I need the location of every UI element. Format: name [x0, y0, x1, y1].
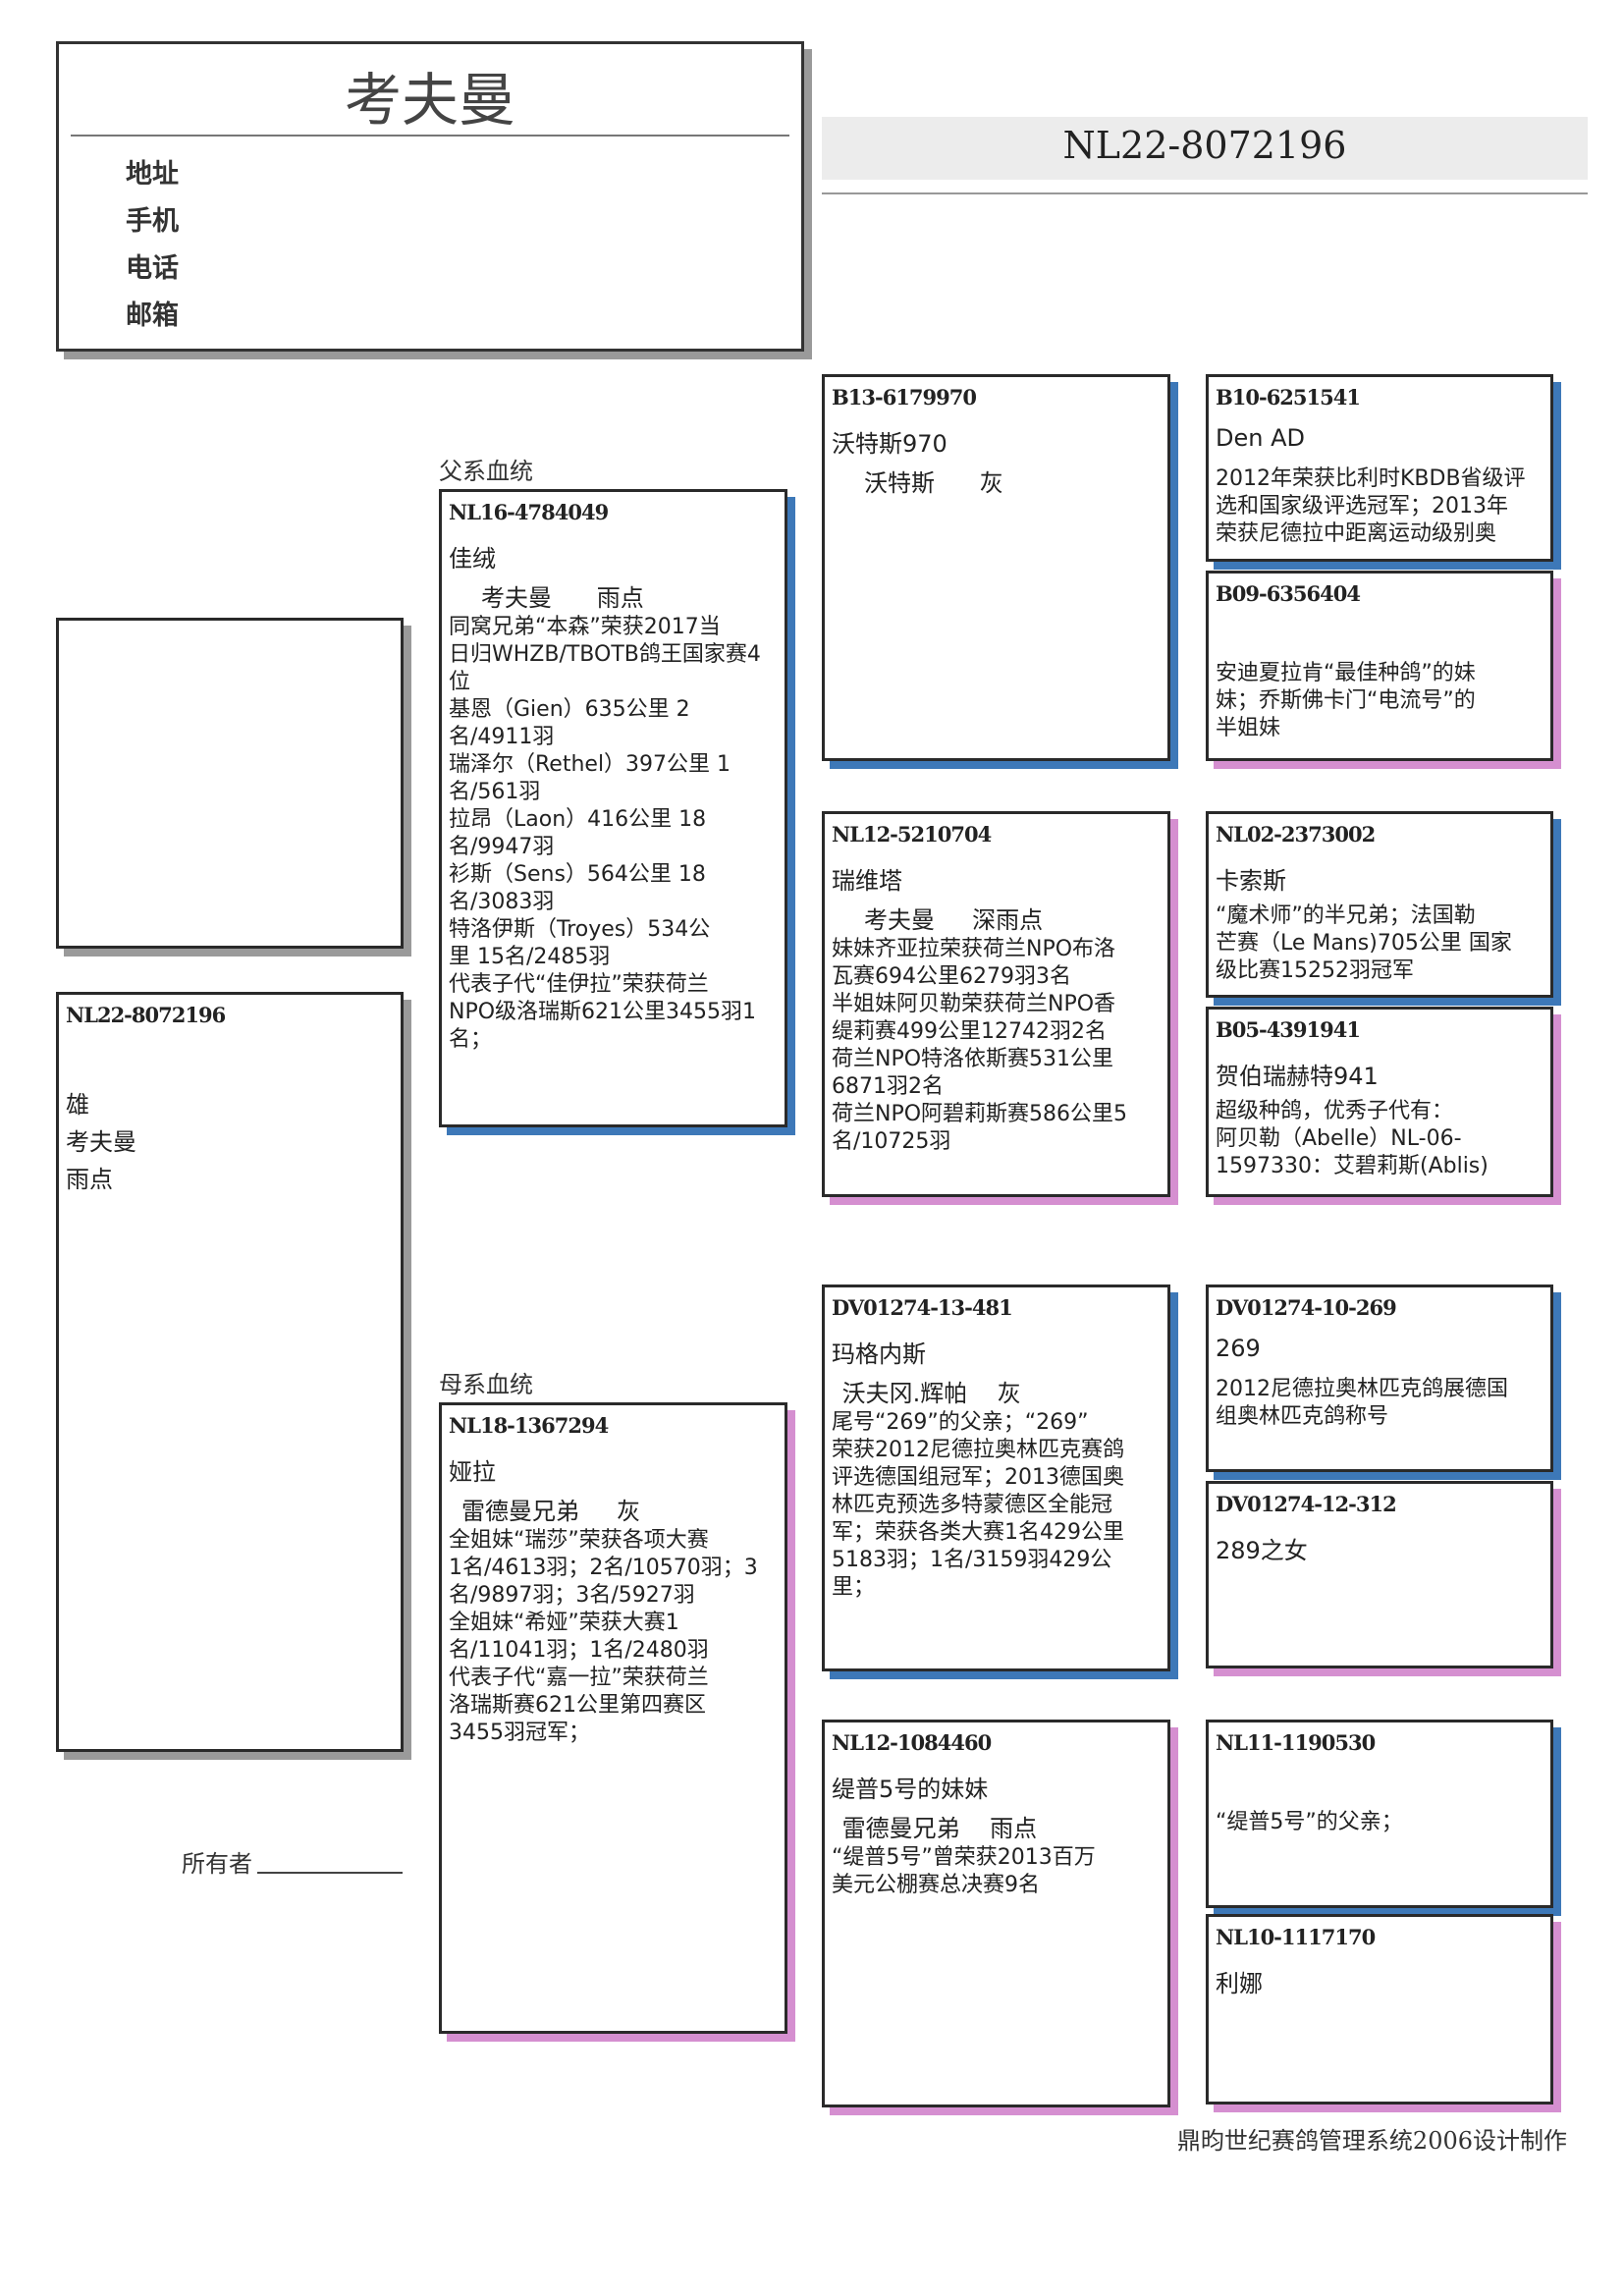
remarks: 2012年荣获比利时KBDB省级评 选和国家级评选冠军；2013年 荣获尼德拉中…	[1216, 466, 1526, 546]
subject-sex: 雄	[66, 1091, 89, 1119]
great-grandparent-card: B09-6356404 安迪夏拉肯“最佳种鸽”的妹 妹；乔斯佛卡门“电流号”的 …	[1206, 571, 1553, 761]
sire-line-label: 父系血统	[439, 458, 533, 485]
great-grandparent-card: DV01274-12-312 289之女	[1206, 1481, 1553, 1668]
owner-name-title: 考夫曼	[344, 67, 515, 134]
owner-header-card: 考夫曼 地址 手机 电话 邮箱	[56, 41, 804, 352]
remarks: “缇普5号”曾荣获2013百万 美元公棚赛总决赛9名	[832, 1845, 1096, 1897]
pigeon-name: 玛格内斯	[832, 1340, 926, 1368]
breeder-color: 沃特斯 灰	[864, 469, 1003, 497]
owner-signature-line	[257, 1872, 403, 1874]
great-grandparent-card: B05-4391941 贺伯瑞赫特941 超级种鸽，优秀子代有： 阿贝勒（Abe…	[1206, 1007, 1553, 1197]
grandsire-sire-side-card: B13-6179970 沃特斯970 沃特斯 灰	[822, 374, 1170, 761]
mobile-label: 手机	[126, 206, 179, 237]
breeder-color: 雷德曼兄弟 雨点	[835, 1815, 1038, 1842]
dam-line-label: 母系血统	[439, 1371, 533, 1398]
pigeon-name: 缇普5号的妹妹	[832, 1776, 989, 1803]
photo-box	[56, 618, 404, 949]
pigeon-name: 佳绒	[449, 545, 496, 573]
remarks: 全姐妹“瑞莎”荣获各项大赛 1名/4613羽；2名/10570羽；3 名/989…	[449, 1528, 758, 1745]
divider	[822, 192, 1588, 194]
subject-box: NL22-8072196 雄 考夫曼 雨点	[56, 992, 404, 1752]
ring-number: NL18-1367294	[449, 1413, 609, 1438]
pigeon-name: 贺伯瑞赫特941	[1216, 1063, 1379, 1090]
owner-label: 所有者	[182, 1850, 252, 1878]
pigeon-name: 娅拉	[449, 1458, 496, 1486]
pigeon-name: Den AD	[1216, 424, 1305, 452]
remarks: 2012尼德拉奥林匹克鸽展德国 组奥林匹克鸽称号	[1216, 1377, 1508, 1429]
email-label: 邮箱	[126, 301, 179, 331]
remarks: 尾号“269”的父亲；“269” 荣获2012尼德拉奥林匹克赛鸽 评选德国组冠军…	[832, 1410, 1124, 1600]
ring-number: DV01274-12-312	[1216, 1492, 1397, 1516]
great-grandparent-card: NL02-2373002 卡索斯 “魔术师”的半兄弟；法国勒 芒赛（Le Man…	[1206, 811, 1553, 998]
divider	[71, 135, 789, 137]
pigeon-name: 289之女	[1216, 1537, 1308, 1564]
grandsire-dam-side-card: DV01274-13-481 玛格内斯 沃夫冈.辉帕 灰 尾号“269”的父亲；…	[822, 1285, 1170, 1671]
pigeon-name: 沃特斯970	[832, 430, 947, 458]
great-grandparent-card: NL10-1117170 利娜	[1206, 1914, 1553, 2105]
breeder-color: 雷德曼兄弟 灰	[461, 1498, 641, 1525]
remarks: 同窝兄弟“本森”荣获2017当 日归WHZB/TBOTB鸽王国家赛4 位 基恩（…	[449, 615, 761, 1052]
ring-number: NL10-1117170	[1216, 1925, 1376, 1949]
breeder-color: 考夫曼 深雨点	[864, 906, 1044, 934]
great-grandparent-card: B10-6251541 Den AD 2012年荣获比利时KBDB省级评 选和国…	[1206, 374, 1553, 562]
ring-banner: NL22-8072196	[1062, 124, 1347, 167]
pigeon-name: 瑞维塔	[832, 867, 902, 895]
subject-ring: NL22-8072196	[66, 1003, 226, 1027]
ring-number: NL02-2373002	[1216, 822, 1376, 847]
ring-number: B09-6356404	[1216, 581, 1361, 606]
remarks: 妹妹齐亚拉荣获荷兰NPO布洛 瓦赛694公里6279羽3名 半姐妹阿贝勒荣获荷兰…	[832, 937, 1128, 1154]
remarks: “魔术师”的半兄弟；法国勒 芒赛（Le Mans)705公里 国家 级比赛152…	[1216, 903, 1512, 983]
pigeon-name: 269	[1216, 1335, 1261, 1362]
ring-number: B13-6179970	[832, 385, 977, 410]
subject-breeder: 考夫曼	[66, 1128, 136, 1156]
ring-number: NL12-5210704	[832, 822, 992, 847]
pigeon-name: 卡索斯	[1216, 867, 1286, 895]
ring-number: DV01274-13-481	[832, 1295, 1013, 1320]
remarks: 安迪夏拉肯“最佳种鸽”的妹 妹；乔斯佛卡门“电流号”的 半姐妹	[1216, 661, 1476, 740]
granddam-sire-side-card: NL12-5210704 瑞维塔 考夫曼 深雨点 妹妹齐亚拉荣获荷兰NPO布洛 …	[822, 811, 1170, 1197]
granddam-dam-side-card: NL12-1084460 缇普5号的妹妹 雷德曼兄弟 雨点 “缇普5号”曾荣获2…	[822, 1720, 1170, 2107]
footer-credit: 鼎昀世纪赛鸽管理系统2006设计制作	[1176, 2127, 1567, 2155]
subject-color: 雨点	[66, 1166, 113, 1193]
ring-number: NL11-1190530	[1216, 1730, 1376, 1755]
remarks: 超级种鸽，优秀子代有： 阿贝勒（Abelle）NL-06- 1597330：艾碧…	[1216, 1099, 1489, 1178]
great-grandparent-card: DV01274-10-269 269 2012尼德拉奥林匹克鸽展德国 组奥林匹克…	[1206, 1285, 1553, 1472]
ring-number: B10-6251541	[1216, 385, 1361, 410]
great-grandparent-card: NL11-1190530 “缇普5号”的父亲；	[1206, 1720, 1553, 1908]
breeder-color: 考夫曼 雨点	[481, 584, 644, 612]
address-label: 地址	[126, 159, 179, 190]
ring-number: NL16-4784049	[449, 500, 609, 524]
ring-number: B05-4391941	[1216, 1017, 1361, 1042]
ring-banner-bg	[822, 117, 1588, 180]
sire-card: NL16-4784049 佳绒 考夫曼 雨点 同窝兄弟“本森”荣获2017当 日…	[439, 489, 787, 1127]
breeder-color: 沃夫冈.辉帕 灰	[835, 1380, 1021, 1407]
pigeon-name: 利娜	[1216, 1970, 1263, 1997]
ring-number: NL12-1084460	[832, 1730, 992, 1755]
remarks: “缇普5号”的父亲；	[1216, 1810, 1403, 1834]
dam-card: NL18-1367294 娅拉 雷德曼兄弟 灰 全姐妹“瑞莎”荣获各项大赛 1名…	[439, 1402, 787, 2034]
ring-number: DV01274-10-269	[1216, 1295, 1397, 1320]
phone-label: 电话	[126, 253, 179, 284]
